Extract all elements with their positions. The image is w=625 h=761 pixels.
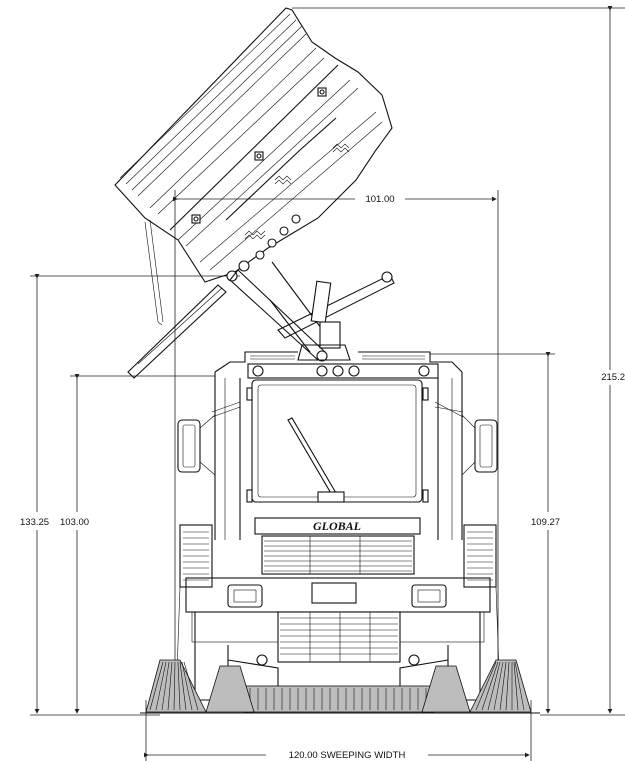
side-mirrors <box>177 414 498 476</box>
global-logo: GLOBAL <box>313 519 361 533</box>
dimension-lines <box>30 6 625 761</box>
dim-label-133: 133.25 <box>20 517 49 528</box>
dim-label-101: 101.00 <box>365 194 394 205</box>
dim-label-215: 215.2 <box>601 372 625 383</box>
dim-label-109: 109.27 <box>531 517 560 528</box>
raised-hopper <box>114 7 393 379</box>
chassis-and-brooms <box>140 586 540 714</box>
dim-label-103: 103.00 <box>60 517 89 528</box>
front-body: GLOBAL <box>179 517 497 663</box>
lift-arms <box>229 261 395 362</box>
cab <box>211 351 464 540</box>
dim-label-sweeping-width: 120.00 SWEEPING WIDTH <box>289 750 406 761</box>
